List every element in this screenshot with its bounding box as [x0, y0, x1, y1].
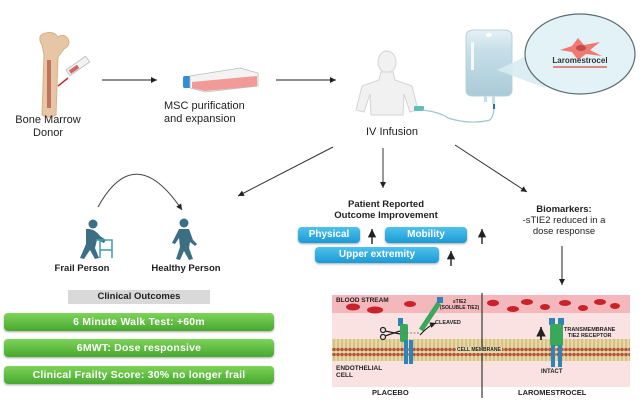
msc-label: MSC purification and expansion — [164, 100, 274, 126]
outcome-frailty-score: Clinical Frailty Score: 30% no longer fr… — [4, 366, 274, 384]
biomarkers-line1: -sTIE2 reduced in a — [522, 215, 606, 226]
cleaved-arrow — [419, 322, 437, 336]
healthy-person-icon — [172, 218, 197, 260]
mechanism-panel — [332, 293, 630, 398]
pro-title-line1: Patient Reported — [347, 199, 424, 210]
biomarkers-text: Biomarkers: -sTIE2 reduced in a dose res… — [504, 204, 624, 237]
soluble-tie2-icon — [418, 297, 443, 332]
donor-label-line1: Bone Marrow — [15, 114, 81, 126]
iv-line-icon — [414, 105, 495, 123]
cell-membrane-label: CELL MEMBRANE — [456, 347, 502, 353]
frail-person-icon — [80, 219, 113, 259]
syringe-icon — [57, 55, 91, 87]
blood-stream-band — [332, 295, 630, 313]
laromestrocel-callout — [524, 13, 636, 95]
pro-upper-extremity-pill: Upper extremity — [315, 247, 439, 263]
blood-stream-label: BLOOD STREAM — [336, 297, 389, 304]
endothelial-label-line1: ENDOTHELIAL — [336, 365, 383, 372]
endothelial-label-line2: CELL — [336, 372, 353, 379]
intact-receptor-icon — [549, 318, 564, 367]
endothelial-cell-band — [332, 361, 630, 387]
msc-label-line1: MSC purification — [164, 100, 245, 112]
cell-culture-flask-icon — [183, 67, 259, 93]
receptor-label: TRANSMEMBRANE TIE2 RECEPTOR — [564, 327, 615, 339]
pro-title-line2: Outcome Improvement — [334, 210, 438, 221]
bone-marrow-icon — [39, 32, 91, 118]
pro-title: Patient Reported Outcome Improvement — [326, 199, 446, 221]
patient-figure-icon — [355, 50, 419, 116]
msc-label-line2: and expansion — [164, 113, 236, 125]
biomarkers-line2: dose response — [532, 226, 596, 237]
outcome-6mwt: 6 Minute Walk Test: +60m — [4, 313, 274, 331]
stie2-label-line1: sTIE2 — [452, 299, 467, 305]
stie2-label: sTIE2 (SOLUBLE TIE2) — [440, 299, 480, 311]
red-blood-cells — [346, 299, 620, 314]
receptor-label-line2: TIE2 RECEPTOR — [567, 333, 612, 339]
stie2-label-line2: (SOLUBLE TIE2) — [440, 304, 480, 311]
outcome-6mwt-dose: 6MWT: Dose responsive — [4, 339, 274, 357]
biomarkers-title: Biomarkers: — [536, 204, 592, 215]
donor-label: Bone Marrow Donor — [8, 114, 88, 140]
intact-label: INTACT — [541, 369, 563, 375]
arrow-frail-to-healthy — [97, 173, 183, 211]
arrow-iv-to-biomarkers — [454, 144, 528, 193]
receptor-label-line1: TRANSMEMBRANE — [564, 327, 616, 333]
cleaved-label: CLEAVED — [435, 320, 461, 326]
scissors-icon — [379, 326, 401, 341]
pro-physical-pill: Physical — [298, 227, 360, 243]
laromestrocel-label: Laromestrocel — [552, 56, 608, 65]
endothelial-cell-label: ENDOTHELIAL CELL — [336, 365, 382, 379]
iv-bag-icon — [465, 29, 513, 109]
laromestrocel-panel-label: LAROMESTROCEL — [518, 388, 587, 397]
frail-person-label: Frail Person — [54, 263, 110, 274]
clinical-outcomes-header: Clinical Outcomes — [68, 290, 210, 304]
arrow-iv-to-frailty — [237, 146, 334, 197]
iv-infusion-label: IV Infusion — [366, 126, 418, 138]
donor-label-line2: Donor — [33, 127, 63, 139]
placebo-label: PLACEBO — [372, 388, 409, 397]
healthy-person-label: Healthy Person — [151, 263, 221, 274]
pro-mobility-pill: Mobility — [385, 227, 467, 243]
